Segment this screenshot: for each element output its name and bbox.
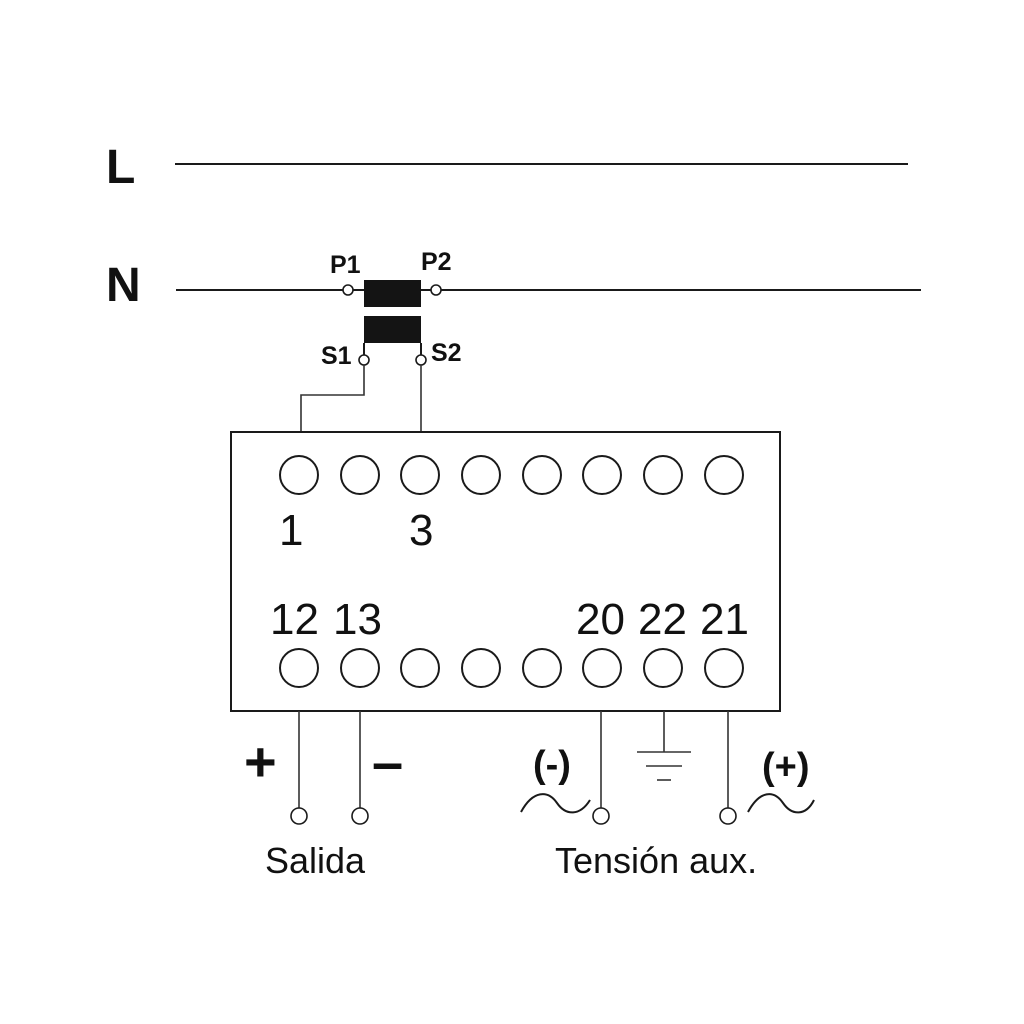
terminal-hole [522,648,562,688]
terminal-hole [522,455,562,495]
terminal-12-label: 12 [270,595,319,644]
transformer-primary-core [364,280,421,307]
terminal-hole [704,455,744,495]
s2-label: S2 [431,339,462,367]
terminal-hole [643,648,683,688]
device-housing [230,431,781,712]
terminal-1-label: 1 [279,506,303,555]
output-minus-terminal [351,807,369,825]
output-plus-terminal [290,807,308,825]
line-l-label: L [106,141,135,194]
terminal-13-label: 13 [333,595,382,644]
p2-terminal [430,284,442,296]
output-caption: Salida [265,840,366,881]
line-n-label: N [106,259,141,312]
aux-pos-label: (+) [762,746,810,788]
terminal-hole [400,648,440,688]
terminal-hole [461,648,501,688]
bottom-terminal-row [279,648,744,688]
terminal-22-label: 22 [638,595,687,644]
aux-caption: Tensión aux. [555,840,757,881]
aux-pos-terminal [719,807,737,825]
transformer-secondary-core [364,316,421,343]
terminal-hole [582,648,622,688]
ac-wave-icon [747,793,815,814]
p1-label: P1 [330,251,361,279]
plus-sign: + [244,730,277,793]
ground-icon [637,711,691,781]
terminal-hole [279,648,319,688]
terminal-3-label: 3 [409,506,433,555]
wire-s1-to-terminal-1 [300,365,365,432]
terminal-21-label: 21 [700,595,749,644]
s1-terminal [358,354,370,366]
ac-wave-icon [520,793,591,814]
terminal-hole [340,648,380,688]
s1-label: S1 [321,342,352,370]
minus-sign: – [372,730,403,793]
aux-neg-label: (-) [533,744,571,786]
p2-label: P2 [421,248,452,276]
terminal-hole [582,455,622,495]
terminal-hole [400,455,440,495]
s2-terminal [415,354,427,366]
terminal-hole [643,455,683,495]
terminal-hole [340,455,380,495]
p1-terminal [342,284,354,296]
terminal-hole [704,648,744,688]
aux-neg-terminal [592,807,610,825]
terminal-20-label: 20 [576,595,625,644]
top-terminal-row [279,455,744,495]
terminal-hole [279,455,319,495]
terminal-hole [461,455,501,495]
